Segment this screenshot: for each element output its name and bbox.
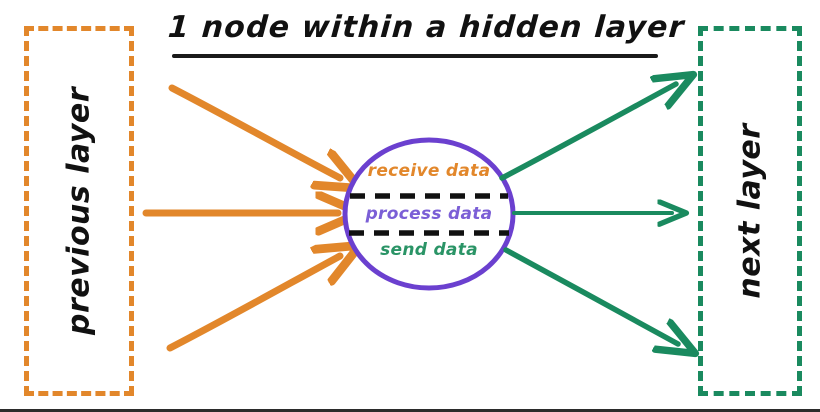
title-underline — [172, 54, 658, 58]
next-layer-box: next layer — [698, 26, 802, 396]
node-section-send-label: send data — [380, 240, 478, 260]
previous-layer-box: previous layer — [24, 26, 134, 396]
incoming-arrow-top — [168, 84, 340, 178]
incoming-arrow-bottom — [166, 256, 340, 352]
outgoing-arrows-group — [499, 84, 678, 344]
node-circle-group — [342, 137, 516, 291]
node-section-receive-label: receive data — [367, 161, 491, 181]
node-section-process-label: process data — [365, 204, 493, 224]
outgoing-arrow-bottom — [503, 247, 678, 344]
incoming-arrows-group — [142, 84, 340, 352]
outgoing-arrow-top — [499, 84, 676, 181]
